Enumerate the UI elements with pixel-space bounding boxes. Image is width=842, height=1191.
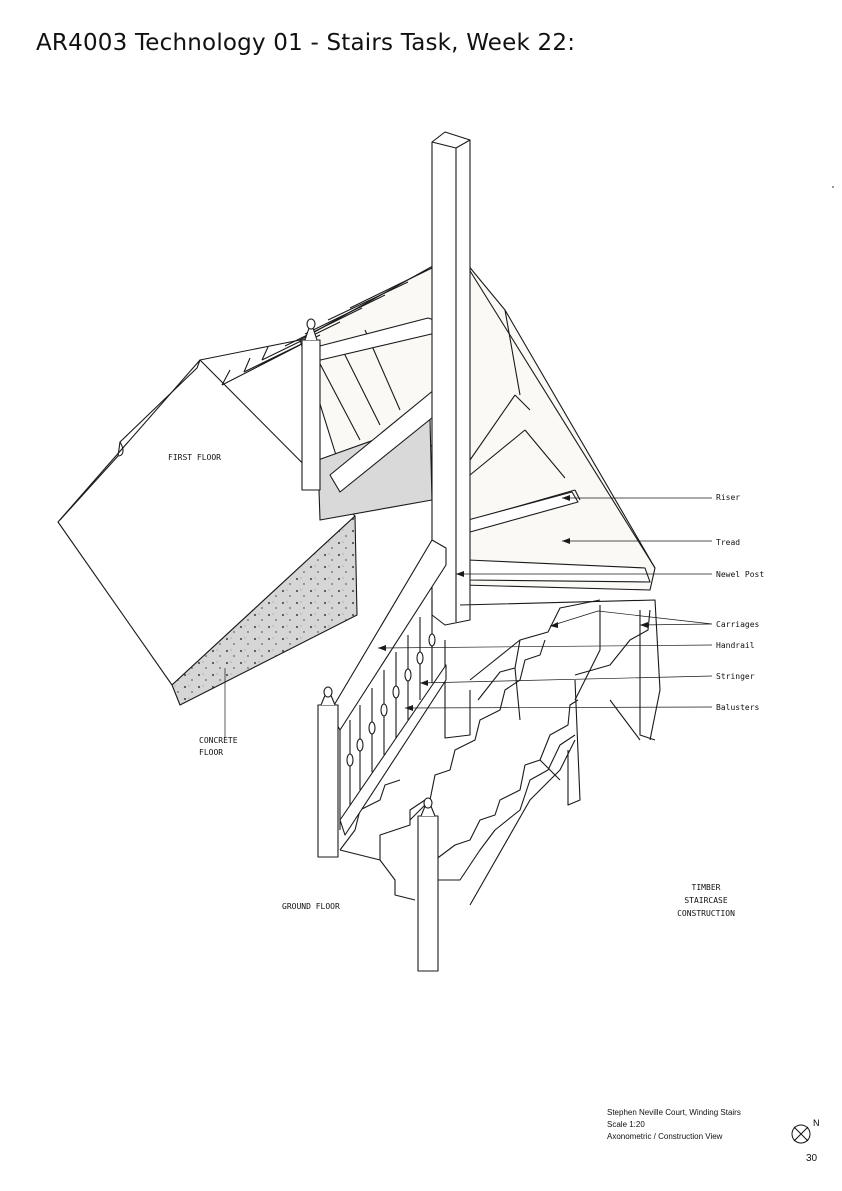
arrowheads <box>378 495 648 711</box>
concrete-floor-label-1: CONCRETE <box>199 736 238 745</box>
concrete-floor-label-2: FLOOR <box>199 748 223 757</box>
lower-newel-front <box>417 797 439 972</box>
callout-stringer: Stringer <box>716 672 755 681</box>
timber-construction-label-3: CONSTRUCTION <box>677 909 735 918</box>
balusters <box>346 600 436 805</box>
ground-floor-label: GROUND FLOOR <box>282 902 340 911</box>
scan-mark <box>832 186 834 188</box>
title-block: Stephen Neville Court, Winding Stairs Sc… <box>607 1107 741 1143</box>
callout-newel-post: Newel Post <box>716 570 764 579</box>
callout-leaders <box>224 497 713 738</box>
project-name: Stephen Neville Court, Winding Stairs <box>607 1108 741 1117</box>
lower-newel-left <box>317 686 339 858</box>
north-letter: N <box>813 1118 820 1128</box>
upper-newel <box>301 318 321 491</box>
callout-handrail: Handrail <box>716 641 755 650</box>
winder-flight <box>461 257 656 591</box>
carriages-structure <box>444 599 661 806</box>
north-arrow-icon: N <box>791 1118 820 1144</box>
scale-text: Scale 1:20 <box>607 1120 645 1129</box>
view-type: Axonometric / Construction View <box>607 1132 723 1141</box>
callout-balusters: Balusters <box>716 703 760 712</box>
concrete-floor-edge <box>171 515 358 706</box>
page-title: AR4003 Technology 01 - Stairs Task, Week… <box>36 30 576 56</box>
first-floor-label: FIRST FLOOR <box>168 453 221 462</box>
callout-tread: Tread <box>716 538 740 547</box>
page-number: 30 <box>806 1153 818 1164</box>
timber-construction-label-2: STAIRCASE <box>684 896 728 905</box>
timber-construction-label-1: TIMBER <box>692 883 721 892</box>
callout-riser: Riser <box>716 493 740 502</box>
lower-stringers <box>339 639 579 906</box>
callout-carriages: Carriages <box>716 620 760 629</box>
